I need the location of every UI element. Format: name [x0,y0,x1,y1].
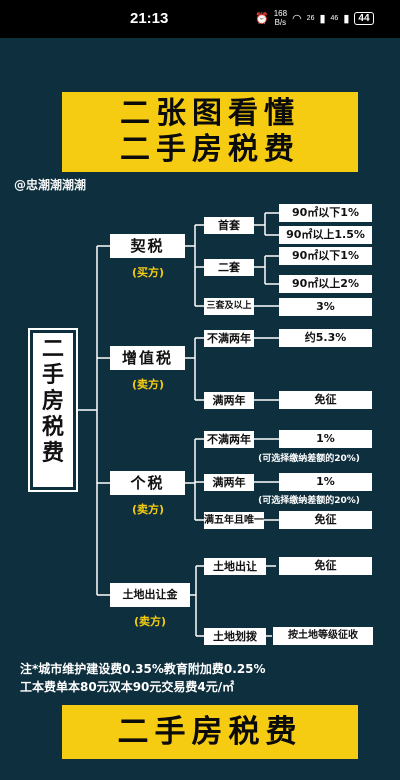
footnote-line2: 工本费单本80元双本90元交易费4元/㎡ [20,680,235,694]
signal-1-label: 26 [306,14,315,22]
note-pit-over-two-years: (可选择缴纳差额的20%) [258,496,360,506]
poster-title-banner: 二张图看懂 二手房税费 [62,92,358,172]
signal-2-label: 46 [330,14,339,22]
status-icons: ⏰ 168 B/s ◠ 26 ▮ 46 ▮ 44 [255,9,374,27]
main-topic-box: 二手房税费 [28,328,78,492]
clock: 21:13 [130,10,169,27]
poster-title-line2: 二手房税费 [120,132,300,167]
sub-third-plus: 三套及以上 [204,298,254,315]
category-income-tax-role: (卖方) [131,503,165,516]
signal-icon-2: ▮ [343,12,350,25]
footnote-line1: 注*城市维护建设费0.35%教育附加费0.25% [20,662,266,676]
category-land-fee-role: (卖方) [133,615,167,628]
value-first-home-large: 90㎡以上1.5% [279,226,372,244]
value-vat-under-two-years: 约5.3% [279,329,372,347]
wifi-icon: ◠ [292,12,302,25]
watermark: @忠潮潮潮潮 [14,178,87,192]
poster-bottom-banner: 二手房税费 [62,705,358,759]
sub-pit-over-two-years: 满两年 [204,474,254,491]
value-second-home-small: 90㎡以下1% [279,247,372,265]
category-income-tax: 个税 [110,471,185,495]
sub-first-home: 首套 [204,217,254,234]
category-vat-role: (卖方) [131,378,165,391]
value-third-plus: 3% [279,298,372,316]
category-land-fee: 土地出让金 [110,583,190,607]
sub-land-allocation: 土地划拨 [204,628,266,645]
net-speed-value: 168 [273,9,288,18]
footnote: 注*城市维护建设费0.35%教育附加费0.25% 工本费单本80元双本90元交易… [20,660,390,696]
value-first-home-small: 90㎡以下1% [279,204,372,222]
poster-image: 二张图看懂 二手房税费 @忠潮潮潮潮 [0,38,400,780]
network-speed: 168 B/s [274,9,287,27]
note-pit-under-two-years: (可选择缴纳差额的20%) [258,454,360,464]
poster-title-line1: 二张图看懂 [120,96,300,131]
value-vat-over-two-years: 免征 [279,391,372,409]
value-land-transfer: 免征 [279,557,372,575]
category-deed-tax-role: (买方) [131,266,165,279]
sub-pit-under-two-years: 不满两年 [204,431,254,448]
value-pit-under-two-years: 1% [279,430,372,448]
category-deed-tax: 契税 [110,234,185,258]
sub-second-home: 二套 [204,259,254,276]
sub-vat-under-two-years: 不满两年 [204,330,254,347]
value-land-allocation: 按土地等级征收 [273,627,373,645]
sub-vat-over-two-years: 满两年 [204,392,254,409]
value-pit-five-years-only-home: 免征 [279,511,372,529]
value-pit-over-two-years: 1% [279,473,372,491]
value-second-home-large: 90㎡以上2% [279,275,372,293]
status-bar: 21:13 ⏰ 168 B/s ◠ 26 ▮ 46 ▮ 44 [0,0,400,38]
battery-icon: 44 [354,11,374,25]
sub-land-transfer: 土地出让 [204,558,266,575]
category-vat: 增值税 [110,346,185,370]
sub-pit-five-years-only-home: 满五年且唯一 [204,512,264,529]
tree-connectors [76,212,279,637]
signal-icon: ▮ [319,12,326,25]
alarm-icon: ⏰ [255,12,269,25]
net-speed-unit: B/s [274,18,287,27]
